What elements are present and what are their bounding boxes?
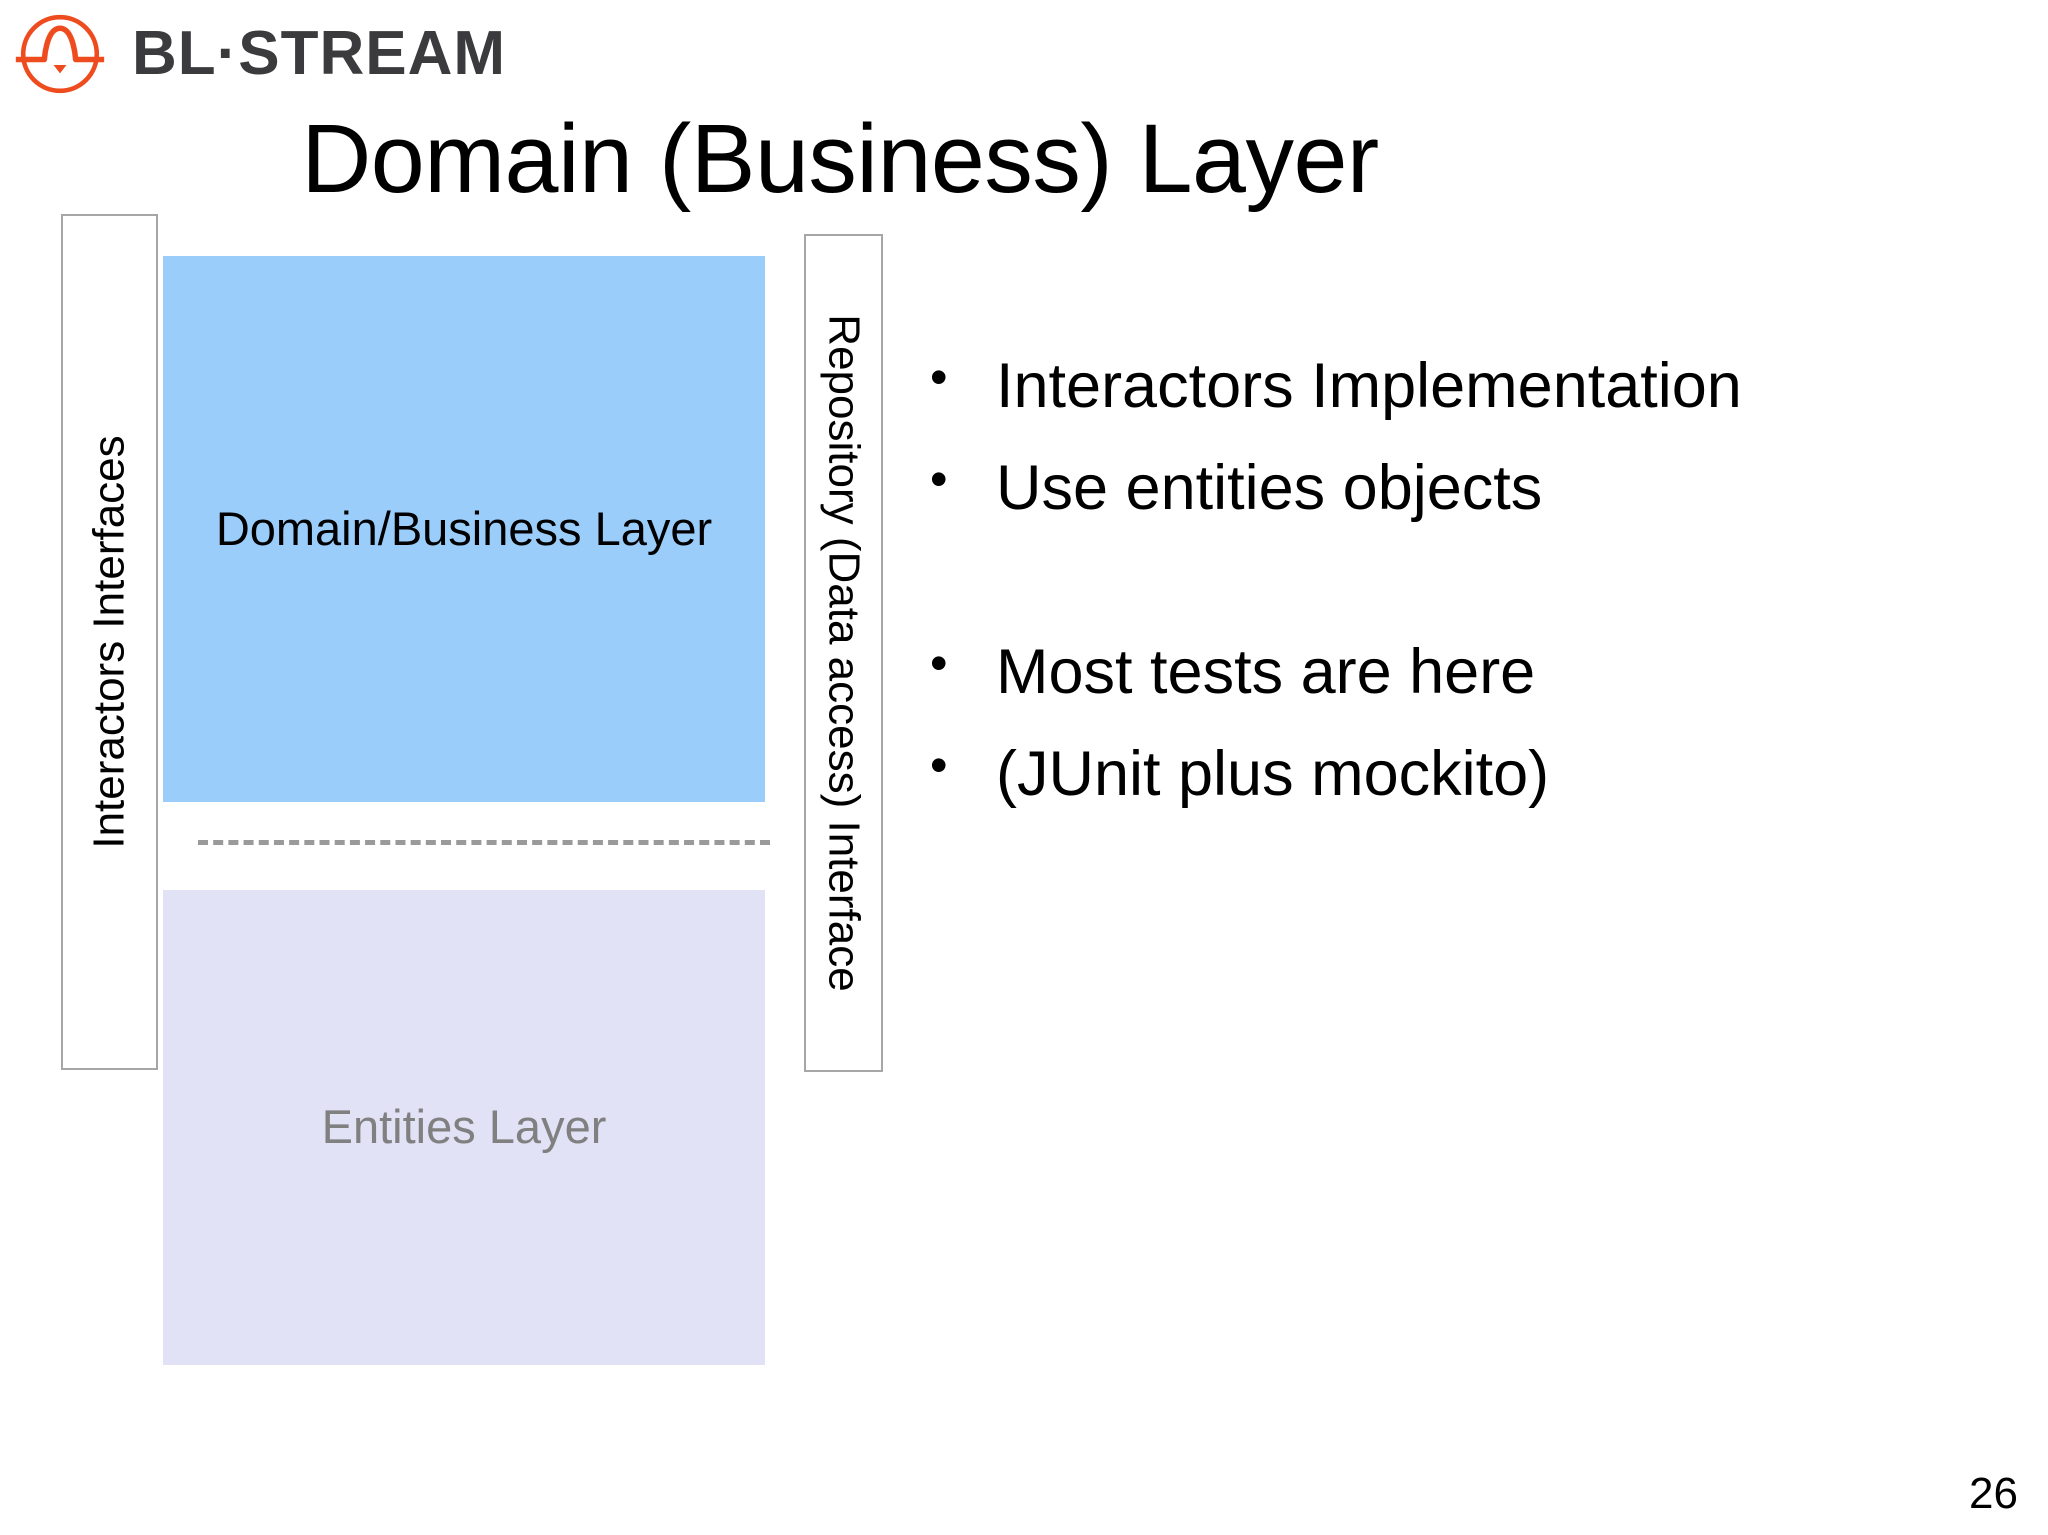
bullet-label: Use entities objects: [996, 453, 1543, 524]
bullet-icon: •: [930, 635, 948, 692]
blstream-logo-icon: [15, 14, 105, 94]
bullet-label: Most tests are here: [996, 637, 1536, 708]
entities-layer-box: Entities Layer: [163, 890, 765, 1365]
domain-business-layer-box: Domain/Business Layer: [163, 256, 765, 802]
repository-interface-column: Repository (Data access) Interface: [804, 234, 883, 1072]
bullet-icon: •: [930, 349, 948, 405]
bullet-list: • Interactors Implementation • Use entit…: [930, 352, 2010, 842]
page-number: 26: [1969, 1469, 2018, 1518]
domain-business-layer-label: Domain/Business Layer: [215, 502, 713, 556]
entities-layer-label: Entities Layer: [321, 1100, 607, 1154]
bullet-label: (JUnit plus mockito): [996, 739, 1550, 810]
layer-divider: [198, 840, 770, 845]
list-item: • Most tests are here: [930, 638, 2010, 706]
list-item: • Use entities objects: [930, 454, 2010, 522]
interactors-interfaces-column: Interactors Interfaces: [61, 214, 158, 1070]
interactors-interfaces-label: Interactors Interfaces: [84, 435, 134, 849]
bullet-icon: •: [930, 451, 948, 508]
list-item: • Interactors Implementation: [930, 352, 2010, 420]
brand-wordmark: BL·STREAM: [132, 19, 507, 88]
repository-interface-label: Repository (Data access) Interface: [819, 314, 869, 992]
brand-logo: BL·STREAM: [14, 8, 506, 100]
slide-title: Domain (Business) Layer: [301, 104, 1379, 213]
bullet-label: Interactors Implementation: [996, 351, 1742, 421]
list-item: • (JUnit plus mockito): [930, 740, 2010, 808]
bullet-icon: •: [930, 737, 948, 794]
